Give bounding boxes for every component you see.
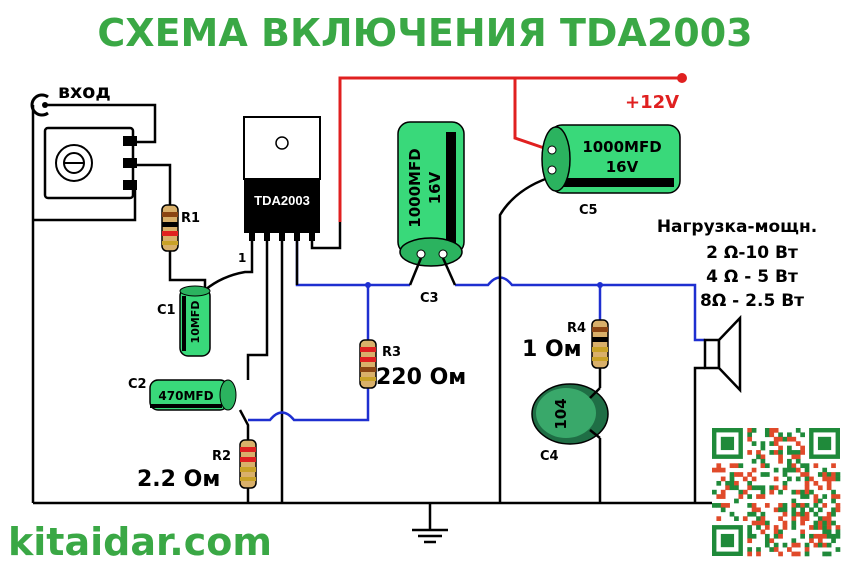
resistor-r4 <box>591 319 609 369</box>
r1-c1-wire <box>168 250 207 290</box>
c1-text: 10MFD <box>189 301 202 344</box>
jack-signal-wire <box>45 103 157 144</box>
potentiometer-icon <box>43 126 137 200</box>
input-label: вход <box>58 81 111 103</box>
junction-dot <box>597 282 603 288</box>
capacitor-c4: 104 <box>531 383 609 445</box>
speaker-icon <box>703 314 742 394</box>
supply-terminal <box>677 73 687 83</box>
r4-label: R4 <box>567 321 586 336</box>
ground-symbol <box>412 503 448 544</box>
wiper-r1-wire <box>135 163 172 205</box>
qr-code <box>712 428 841 557</box>
supply-label: +12V <box>625 92 679 113</box>
page-title: СХЕМА ВКЛЮЧЕНИЯ TDA2003 <box>97 11 752 55</box>
ic-pin1-label: 1 <box>238 251 246 265</box>
ic-name: TDA2003 <box>254 193 310 208</box>
c3-text-2: 16V <box>426 171 444 204</box>
c2-r2-wire <box>238 409 250 440</box>
capacitor-c2: 470MFD <box>149 379 237 411</box>
speaker-ground-wire <box>693 366 705 503</box>
load-line-2: 4 Ω - 5 Вт <box>706 267 798 287</box>
c3-speaker-wire <box>455 276 705 342</box>
c4-text: 104 <box>552 398 570 429</box>
c2-label: C2 <box>128 377 147 392</box>
c5-ground-wire <box>498 176 549 503</box>
capacitor-c1: 10MFD <box>179 285 211 357</box>
c1-label: C1 <box>157 303 176 318</box>
junction-dot <box>365 282 371 288</box>
resistor-r3 <box>359 339 377 389</box>
capacitor-c3: 1000MFD 16V <box>397 121 465 286</box>
load-line-3: 8Ω - 2.5 Вт <box>700 291 804 311</box>
c5-text-1: 1000MFD <box>582 138 661 156</box>
resistor-r1 <box>161 204 179 252</box>
c1-pin1-wire <box>204 232 254 291</box>
resistor-r2 <box>239 439 257 489</box>
supply-c5-wire <box>513 78 551 152</box>
r3-label: R3 <box>382 345 401 360</box>
r2-value: 2.2 Ом <box>137 467 220 492</box>
c2-text: 470MFD <box>158 389 213 403</box>
r3-value: 220 Ом <box>376 365 466 390</box>
c5-label: C5 <box>579 203 598 218</box>
site-watermark: kitaidar.com <box>8 520 272 564</box>
c3-label: C3 <box>420 291 439 306</box>
c5-text-2: 16V <box>606 158 639 176</box>
input-jack-icon <box>30 93 49 117</box>
r1-label: R1 <box>181 211 200 226</box>
load-line-1: 2 Ω-10 Вт <box>706 243 798 263</box>
pin2-c2-wire <box>246 232 269 380</box>
feedback-wire <box>248 388 370 422</box>
r4-value: 1 Ом <box>522 337 582 362</box>
load-title: Нагрузка-мощн. <box>657 217 817 237</box>
capacitor-c5: 1000MFD 16V <box>541 124 681 194</box>
c4-label: C4 <box>540 449 559 464</box>
r2-label: R2 <box>212 449 231 464</box>
supply-wire <box>338 76 682 222</box>
pot-top-wire <box>33 190 137 222</box>
c3-text-1: 1000MFD <box>406 148 424 227</box>
tda2003-chip <box>243 116 321 241</box>
